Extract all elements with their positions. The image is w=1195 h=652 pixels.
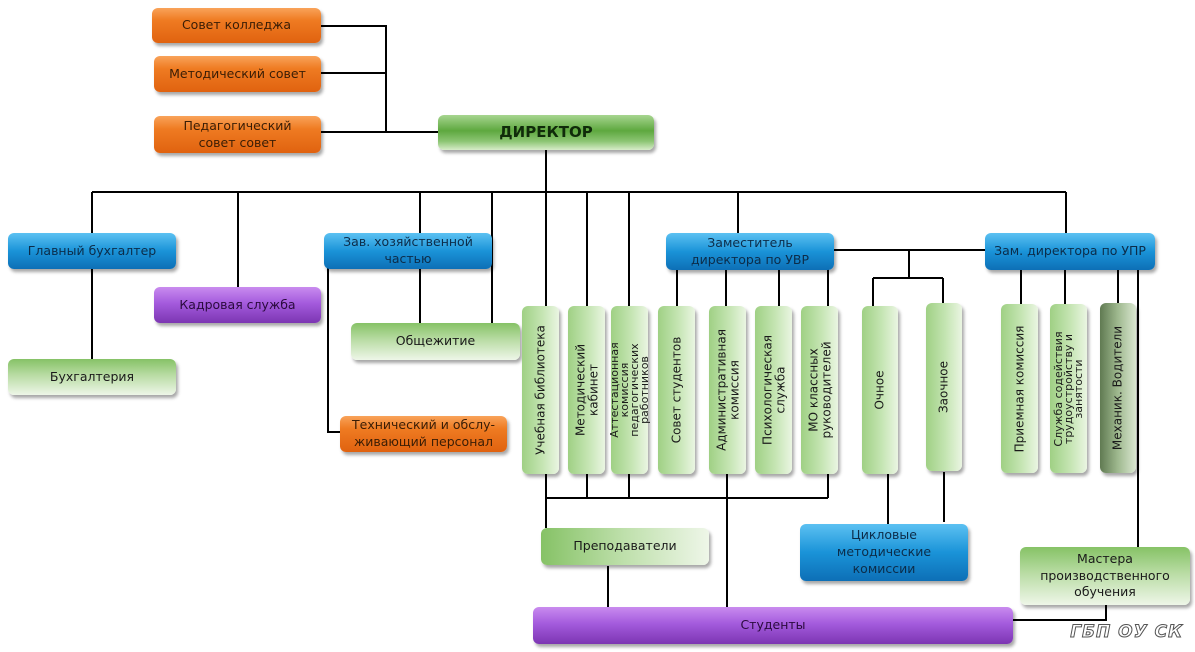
technical-staff-label: Технический и обслу-живающий персонал [352,417,495,449]
chief-accountant-box[interactable]: Главный бухгалтер [8,233,176,269]
council-college-label: Совет колледжа [181,17,292,33]
employment-box[interactable]: Служба содействия трудоустройству и заня… [1050,304,1087,473]
director-box[interactable]: ДИРЕКТОР [438,115,654,150]
class-mo-box[interactable]: МО классных руководителей [801,306,838,474]
masters-label: Мастера производственного обучения [1040,550,1170,600]
attestation-box[interactable]: Аттестационная комиссия педагогических р… [607,306,651,474]
household-head-box[interactable]: Зав. хозяйственной частью [324,233,492,269]
mechanics-box[interactable]: Механик. Водители [1100,303,1136,473]
parttime-label: Заочное [936,360,951,414]
watermark-logo: ГБП ОУ СК [1070,622,1183,643]
dormitory-label: Общежитие [395,333,476,349]
method-cabinet-label: Методический кабинет [572,343,600,437]
cycle-commissions-label: Цикловые методические комиссии [836,527,932,576]
admin-commission-label: Административная комиссия [713,329,741,451]
accounting-label: Бухгалтерия [49,368,135,384]
students-label: Студенты [740,617,806,633]
connector [1020,268,1139,548]
mechanics-label: Механик. Водители [1110,325,1125,451]
teachers-box[interactable]: Преподаватели [541,528,709,565]
deputy-uvr-label: Заместитель директора по УВР [691,234,809,267]
council-college[interactable]: Совет колледжа [152,8,321,43]
council-methodical-label: Методический совет [169,65,306,81]
psych-service-box[interactable]: Психологическая служба [755,306,792,474]
admin-commission-box[interactable]: Административная комиссия [709,306,746,474]
connector [1012,605,1107,621]
connector [545,474,829,499]
chief-accountant-label: Главный бухгалтер [27,242,157,258]
council-pedagogical-label: Педагогический совет совет [183,117,292,150]
psych-service-label: Психологическая служба [759,335,787,445]
technical-staff-box[interactable]: Технический и обслу-живающий персонал [340,416,507,452]
connector [91,192,1067,325]
fulltime-label: Очное [872,370,887,410]
student-council-box[interactable]: Совет студентов [658,306,695,474]
hr-label: Кадровая служба [179,296,296,312]
masters-box[interactable]: Мастера производственного обучения [1020,547,1190,605]
method-cabinet-box[interactable]: Методический кабинет [568,306,605,474]
cycle-commissions-box[interactable]: Цикловые методические комиссии [800,524,968,581]
council-methodical[interactable]: Методический совет [154,56,321,92]
students-bar[interactable]: Студенты [533,607,1013,644]
dormitory-box[interactable]: Общежитие [351,323,520,360]
admission-label: Приемная комиссия [1012,325,1027,452]
library-label: Учебная библиотека [533,325,548,455]
council-pedagogical[interactable]: Педагогический совет совет [154,116,321,153]
deputy-upr-box[interactable]: Зам. директора по УПР [985,233,1155,270]
accounting-box[interactable]: Бухгалтерия [8,359,176,395]
household-head-label: Зав. хозяйственной частью [343,234,473,266]
connector [320,25,438,133]
connector [834,249,986,307]
deputy-upr-label: Зам. директора по УПР [994,243,1146,259]
library-box[interactable]: Учебная библиотека [522,306,559,474]
attestation-label: Аттестационная комиссия педагогических р… [607,342,651,438]
connector [327,268,421,433]
connector [887,472,945,524]
director-label: ДИРЕКТОР [499,123,593,142]
fulltime-box[interactable]: Очное [862,306,898,474]
hr-box[interactable]: Кадровая служба [154,287,321,323]
connector [676,268,829,307]
deputy-uvr-box[interactable]: Заместитель директора по УВР [666,233,834,270]
student-council-label: Совет студентов [669,336,684,444]
class-mo-label: МО классных руководителей [805,341,833,439]
teachers-label: Преподаватели [573,538,677,554]
employment-label: Служба содействия трудоустройству и заня… [1051,330,1085,447]
parttime-box[interactable]: Заочное [926,303,962,471]
admission-box[interactable]: Приемная комиссия [1001,304,1038,473]
